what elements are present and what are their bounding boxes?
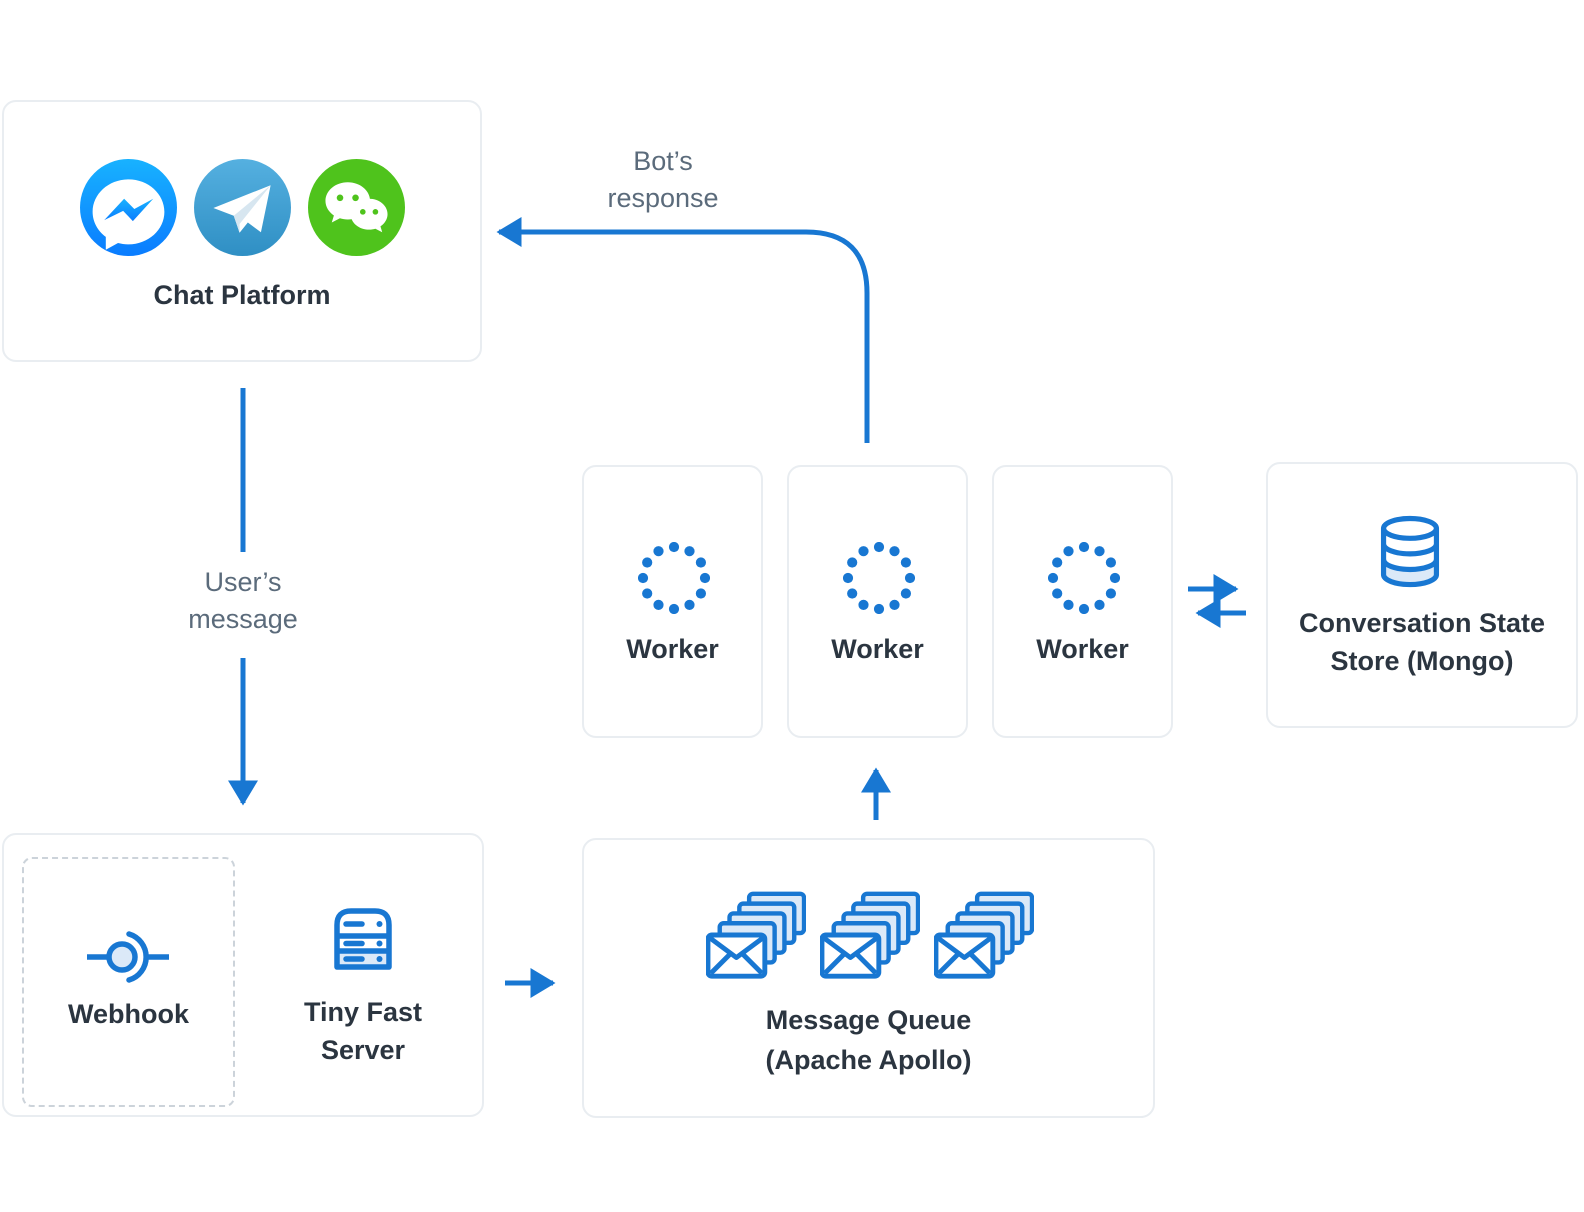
edge-bots-response [496,217,870,443]
chat-platform-icons [80,159,405,256]
mail-stack-icon [934,891,1034,979]
messenger-icon [80,159,177,256]
webhook-label: Webhook [68,999,189,1029]
worker-node-1: Worker [582,465,763,738]
mail-stack-icon [820,891,920,979]
spinner-icon [638,542,710,614]
message-queue-node: Message Queue (Apache Apollo) [582,838,1155,1118]
spinner-icon [843,542,915,614]
wechat-icon [308,159,405,256]
message-queue-label: Message Queue (Apache Apollo) [765,1005,972,1075]
worker-label: Worker [626,634,719,664]
worker-label: Worker [831,634,924,664]
worker-label: Worker [1036,634,1129,664]
state-store-node: Conversation State Store (Mongo) [1266,462,1578,728]
state-store-label: Conversation State Store (Mongo) [1298,608,1546,676]
users-message-label: User’s message [188,567,298,634]
tiny-fast-server-label: Tiny Fast Server [303,997,423,1065]
worker-node-3: Worker [992,465,1173,738]
mail-stack-icon [706,891,806,979]
chat-platform-node: Chat Platform [2,100,482,362]
worker-node-2: Worker [787,465,968,738]
spinner-icon [1048,542,1120,614]
mail-stacks [706,890,1034,980]
webhook-subnode: Webhook [22,857,235,1107]
database-icon [1380,515,1440,588]
bots-response-label: Bot’s response [607,146,719,213]
telegram-icon [194,159,291,256]
webhook-server-node: Webhook Tiny Fast Server [2,833,484,1117]
webhook-icon [87,931,169,983]
chat-platform-label: Chat Platform [153,280,331,310]
server-icon [334,908,392,970]
